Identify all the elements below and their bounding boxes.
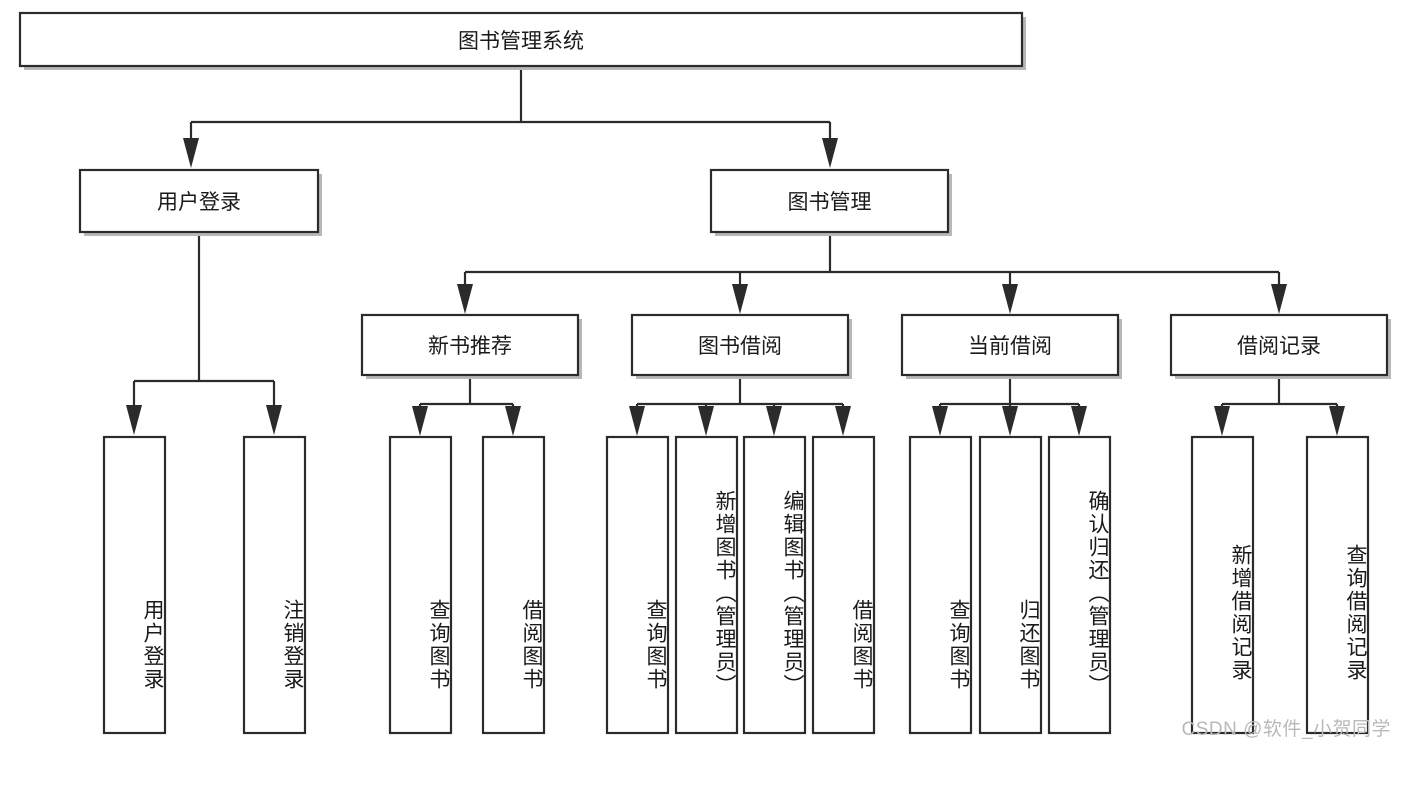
- csdn-watermark: CSDN @软件_小贺同学: [1181, 719, 1391, 740]
- arrow-borrowrecord-leaf1: [1214, 406, 1230, 436]
- arrow-currentborrow-leaf1: [932, 406, 948, 436]
- arrow-newbook-leaf1: [412, 406, 428, 436]
- node-leaf-query-book-bb[interactable]: [605, 435, 670, 735]
- edge-layer: [126, 66, 1345, 436]
- arrow-bookborrow-leaf2: [698, 406, 714, 436]
- arrow-bookborrow-leaf1: [629, 406, 645, 436]
- arrow-userlogin-leaf1: [126, 405, 142, 435]
- node-borrow-record[interactable]: [1169, 313, 1389, 377]
- arrow-bookborrow-leaf4: [835, 406, 851, 436]
- arrow-to-borrowrecord: [1271, 284, 1287, 314]
- node-leaf-borrow-book-nb[interactable]: [481, 435, 546, 735]
- node-root[interactable]: [18, 11, 1024, 68]
- node-book-manage[interactable]: [709, 168, 950, 234]
- node-leaf-logout-login[interactable]: [242, 435, 307, 735]
- node-leaf-query-borrow-record[interactable]: [1305, 435, 1370, 735]
- node-current-borrow[interactable]: [900, 313, 1120, 377]
- node-leaf-borrow-book-bb[interactable]: [811, 435, 876, 735]
- arrow-userlogin-leaf2: [266, 405, 282, 435]
- arrow-borrowrecord-leaf2: [1329, 406, 1345, 436]
- node-layer: [18, 11, 1391, 735]
- node-leaf-query-book-nb[interactable]: [388, 435, 453, 735]
- node-new-book[interactable]: [360, 313, 580, 377]
- node-leaf-return-book[interactable]: [978, 435, 1043, 735]
- node-leaf-query-book-cb[interactable]: [908, 435, 973, 735]
- arrow-to-user-login: [183, 138, 199, 168]
- node-leaf-add-borrow-record[interactable]: [1190, 435, 1255, 735]
- node-leaf-add-book-admin[interactable]: [674, 435, 739, 735]
- node-leaf-confirm-return-admin[interactable]: [1047, 435, 1112, 735]
- node-leaf-user-login[interactable]: [102, 435, 167, 735]
- node-user-login[interactable]: [78, 168, 320, 234]
- arrow-to-newbook: [457, 284, 473, 314]
- node-leaf-edit-book-admin[interactable]: [742, 435, 807, 735]
- arrow-to-currentborrow: [1002, 284, 1018, 314]
- diagram-canvas: 图书管理系统 用户登录 图书管理 新书推荐 图书借阅 当前借阅 借阅记录 用户登…: [18, 11, 1391, 740]
- arrow-currentborrow-leaf3: [1071, 406, 1087, 436]
- arrow-to-bookborrow: [732, 284, 748, 314]
- arrow-currentborrow-leaf2: [1002, 406, 1018, 436]
- arrow-bookborrow-leaf3: [766, 406, 782, 436]
- node-book-borrow[interactable]: [630, 313, 850, 377]
- hierarchy-svg: [18, 11, 1391, 735]
- arrow-to-book-manage: [822, 138, 838, 168]
- arrow-newbook-leaf2: [505, 406, 521, 436]
